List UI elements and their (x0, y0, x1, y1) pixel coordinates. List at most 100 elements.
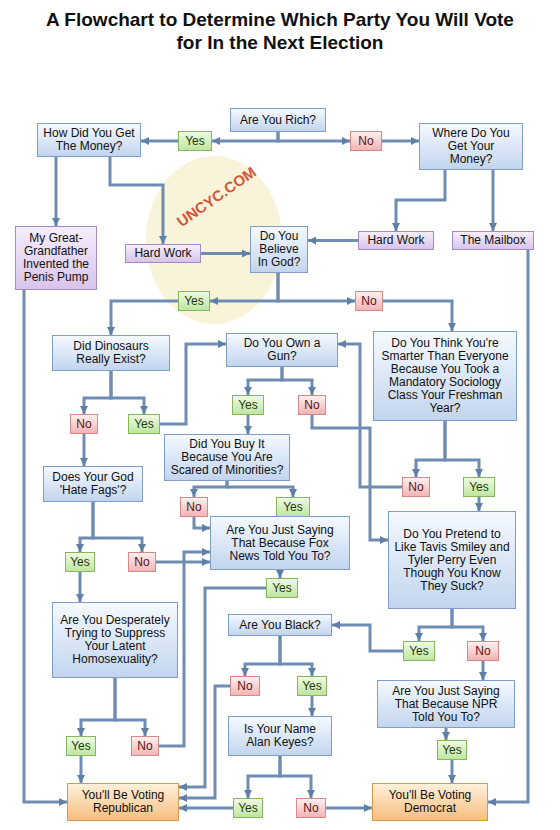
node-text: Are You Desperately Trying to Suppress Y… (58, 614, 172, 666)
yes-box: Yes (232, 395, 264, 415)
flow-arrow (451, 760, 454, 783)
yes-box: Yes (437, 740, 467, 760)
flow-arrow (111, 371, 144, 414)
question-box: Do You Own a Gun? (226, 333, 338, 367)
flow-arrow (492, 170, 495, 231)
node-text: You'll Be Voting Republican (73, 789, 173, 815)
flow-arrow (396, 170, 445, 231)
flow-arrow (280, 636, 312, 676)
yes-box: Yes (128, 414, 160, 434)
node-text: Are You Just Saying That Because NPR Tol… (383, 685, 509, 724)
flow-arrow (478, 497, 481, 511)
yes-box: Yes (178, 291, 210, 311)
question-box: Do You Think You're Smarter Than Everyon… (373, 331, 517, 421)
flow-arrow (248, 367, 282, 395)
flow-arrow (445, 421, 479, 477)
yes-box: Yes (276, 497, 310, 517)
flow-arrow (445, 728, 448, 740)
flow-arrow (419, 609, 452, 641)
node-text: Yes (409, 645, 429, 658)
node-text: Yes (71, 740, 91, 753)
node-text: Is Your Name Alan Keyes? (234, 723, 326, 749)
node-text: Yes (134, 418, 154, 431)
flow-arrow (210, 273, 278, 301)
answer-box: Hard Work (358, 231, 434, 250)
answer-box: The Mailbox (452, 231, 534, 250)
node-text: Yes (70, 556, 90, 569)
flow-arrow (80, 756, 83, 783)
yes-box: Yes (266, 578, 298, 598)
chart-title: A Flowchart to Determine Which Party You… (40, 8, 520, 54)
flow-arrow (80, 502, 93, 552)
question-box: Did You Buy It Because You Are Scared of… (164, 434, 290, 481)
flow-arrow (179, 807, 233, 810)
flow-arrow (81, 678, 115, 736)
question-box: Are You Desperately Trying to Suppress Y… (52, 602, 178, 678)
flow-arrow (278, 132, 350, 141)
node-text: No (137, 740, 152, 753)
result-box: You'll Be Voting Democrat (372, 783, 488, 821)
flow-arrow (248, 756, 280, 798)
question-box: Are You Rich? (230, 108, 326, 132)
yes-box: Yes (233, 798, 263, 818)
node-text: You'll Be Voting Democrat (378, 789, 482, 815)
question-box: Is Your Name Alan Keyes? (228, 716, 332, 756)
answer-box: Hard Work (125, 244, 201, 263)
node-text: Yes (283, 501, 303, 514)
question-box: Are You Just Saying That Because Fox New… (210, 516, 350, 570)
flow-arrow (452, 609, 483, 641)
flow-arrow (83, 434, 86, 466)
node-text: My Great-Grandfather Invented the Penis … (19, 232, 93, 284)
node-text: No (361, 295, 376, 308)
question-box: Do You Believe In God? (250, 226, 308, 273)
node-text: Do You Pretend to Like Tavis Smiley and … (394, 528, 510, 593)
yes-box: Yes (403, 641, 435, 661)
node-text: Yes (302, 680, 322, 693)
flow-arrow (115, 678, 145, 736)
node-text: Do You Believe In God? (256, 230, 302, 269)
node-text: How Did You Get The Money? (43, 127, 135, 153)
flow-arrow (194, 517, 210, 528)
node-text: Are You Black? (239, 619, 320, 632)
flow-arrow (227, 481, 293, 497)
node-text: Yes (469, 481, 489, 494)
node-text: No (76, 418, 91, 431)
flow-arrow (282, 367, 312, 395)
question-box: Does Your God 'Hate Fags'? (43, 466, 143, 502)
yes-box: Yes (463, 477, 495, 497)
question-box: Are You Black? (228, 614, 332, 636)
no-box: No (230, 676, 260, 696)
flow-arrow (84, 371, 111, 414)
no-box: No (70, 414, 98, 434)
node-text: Did You Buy It Because You Are Scared of… (170, 438, 284, 477)
no-box: No (131, 736, 159, 756)
node-text: No (408, 481, 423, 494)
result-box: You'll Be Voting Republican (67, 783, 179, 821)
node-text: Does Your God 'Hate Fags'? (49, 471, 137, 497)
question-box: Did Dinosaurs Really Exist? (52, 335, 170, 371)
node-text: Hard Work (367, 234, 424, 247)
node-text: No (303, 802, 318, 815)
node-text: Yes (185, 135, 205, 148)
flow-arrow (332, 625, 403, 651)
yes-box: Yes (65, 552, 95, 572)
no-box: No (355, 291, 383, 311)
question-box: How Did You Get The Money? (37, 123, 141, 157)
node-text: Do You Think You're Smarter Than Everyon… (379, 337, 511, 415)
flow-arrow (308, 239, 358, 242)
yes-box: Yes (66, 736, 96, 756)
question-box: Do You Pretend to Like Tavis Smiley and … (388, 511, 516, 609)
no-box: No (402, 477, 430, 497)
node-text: No (475, 645, 490, 658)
flow-arrow (55, 157, 58, 226)
flow-arrow (179, 686, 230, 798)
node-text: No (237, 680, 252, 693)
flow-arrow (280, 756, 311, 798)
no-box: No (350, 131, 382, 151)
no-box: No (298, 395, 326, 415)
node-text: Do You Own a Gun? (232, 337, 332, 363)
flow-arrow (245, 636, 280, 676)
node-text: No (358, 135, 373, 148)
flow-arrow (279, 570, 282, 578)
node-text: No (304, 399, 319, 412)
